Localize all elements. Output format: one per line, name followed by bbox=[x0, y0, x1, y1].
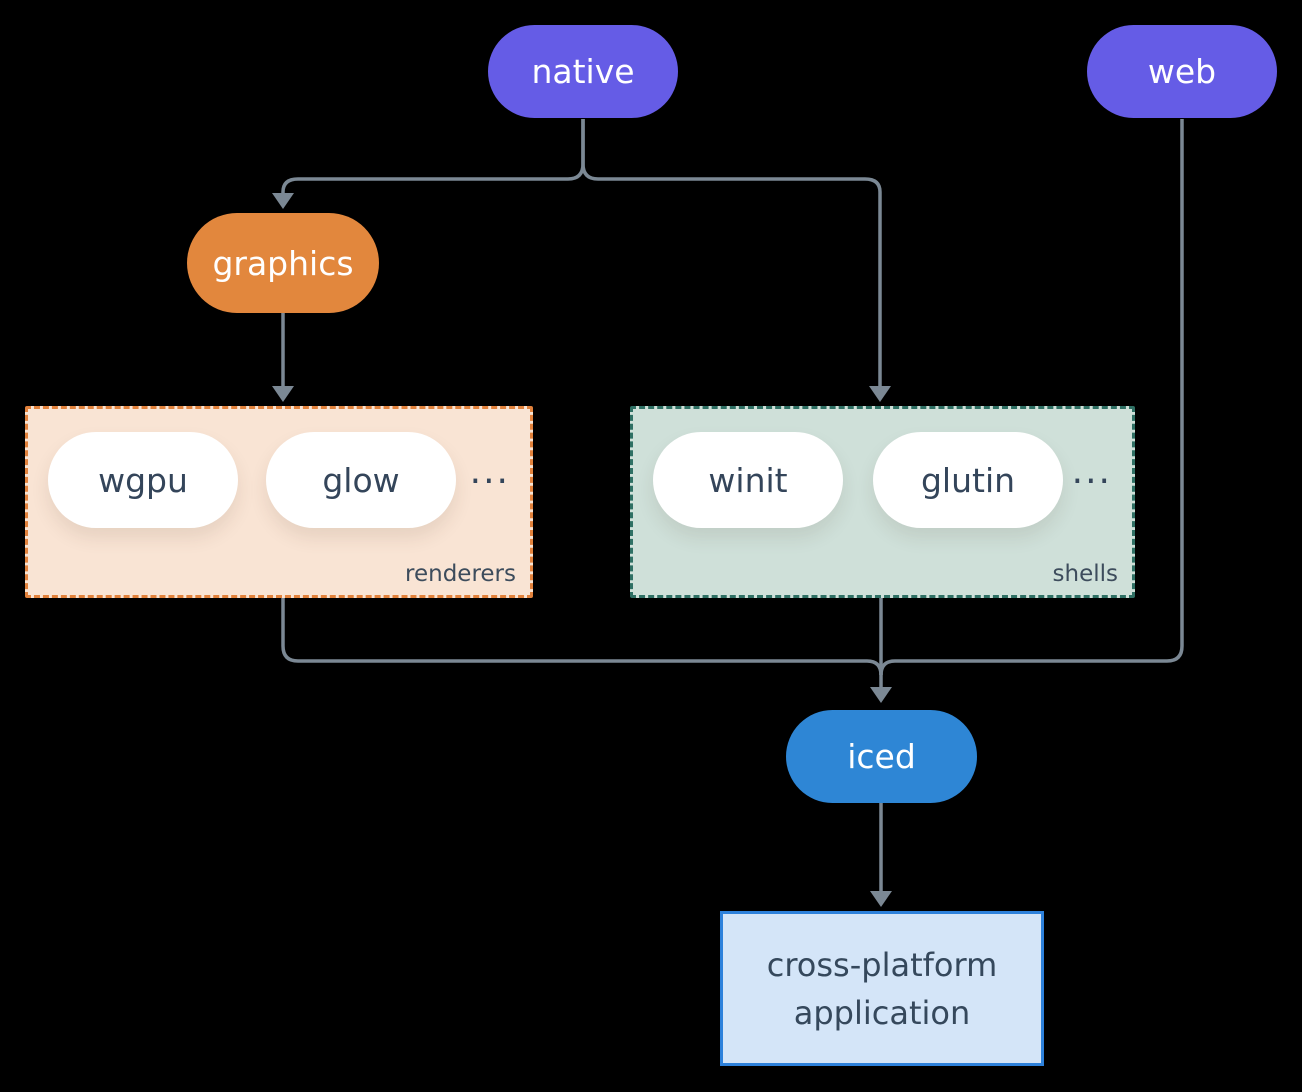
group-shells: winit glutin ... shells bbox=[630, 406, 1135, 598]
edge-native-to-graphics bbox=[281, 119, 585, 193]
node-cross-platform-application: cross-platform application bbox=[720, 911, 1044, 1066]
node-wgpu: wgpu bbox=[48, 432, 238, 528]
arrowhead-into-renderers bbox=[272, 386, 294, 402]
node-glutin: glutin bbox=[873, 432, 1063, 528]
edge-native-to-shells bbox=[581, 119, 882, 386]
arrowhead-into-shells bbox=[869, 386, 891, 402]
arrowhead-into-iced bbox=[870, 687, 892, 703]
node-web: web bbox=[1087, 25, 1277, 118]
renderers-group-label: renderers bbox=[405, 561, 516, 587]
arrowhead-into-graphics bbox=[272, 193, 294, 209]
arrowhead-into-application bbox=[870, 891, 892, 907]
node-graphics: graphics bbox=[187, 213, 379, 313]
node-glow: glow bbox=[266, 432, 456, 528]
node-iced: iced bbox=[786, 710, 977, 803]
renderers-ellipsis: ... bbox=[469, 451, 510, 492]
shells-ellipsis: ... bbox=[1071, 451, 1112, 492]
node-winit: winit bbox=[653, 432, 843, 528]
group-renderers: wgpu glow ... renderers bbox=[25, 406, 533, 598]
node-native: native bbox=[488, 25, 678, 118]
shells-group-label: shells bbox=[1052, 561, 1118, 587]
edge-renderers-to-iced bbox=[281, 598, 883, 676]
